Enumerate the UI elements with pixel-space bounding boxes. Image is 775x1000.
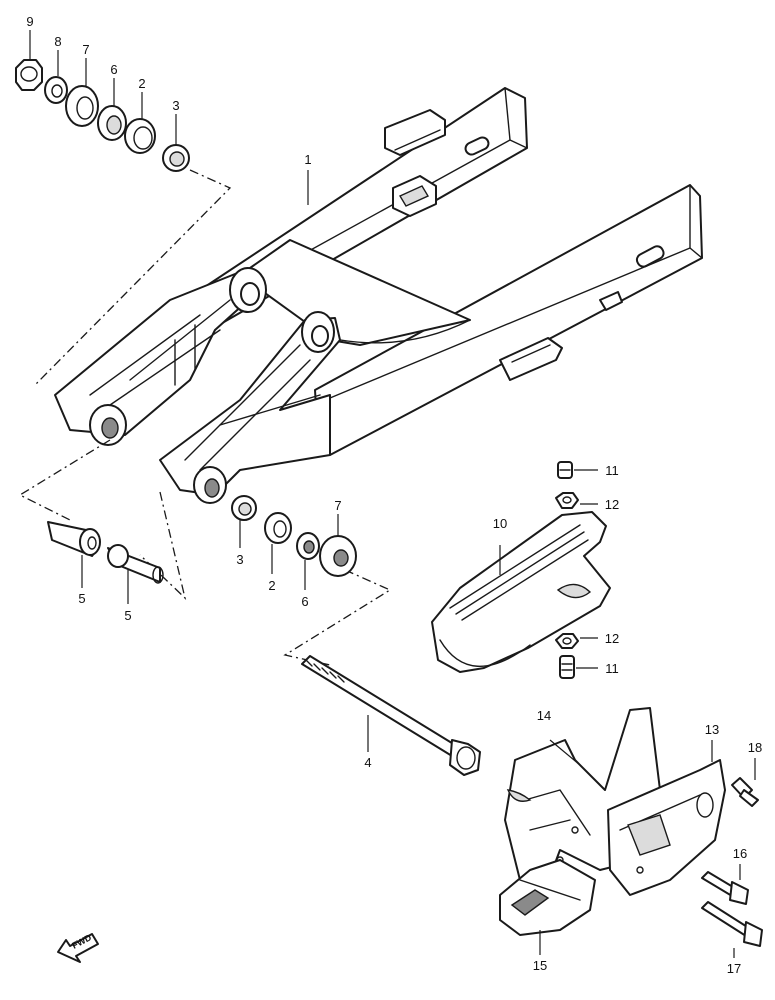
- callout-15: 15: [533, 958, 547, 973]
- collar-a: [47, 521, 101, 557]
- callout-12-bottom: 12: [605, 631, 619, 646]
- callout-12-top: 12: [605, 497, 619, 512]
- pivot-bolt: [301, 655, 481, 776]
- callout-11-bottom: 11: [605, 661, 619, 676]
- bearing-top: [162, 144, 190, 172]
- callout-14: 14: [537, 708, 551, 723]
- callout-7-right: 7: [334, 498, 341, 513]
- callout-5-b: 5: [124, 608, 131, 623]
- callout-2-top: 2: [138, 76, 145, 91]
- washer-right: [296, 532, 320, 560]
- chain-buffer: [431, 511, 611, 673]
- callout-5-a: 5: [78, 591, 85, 606]
- chain-guide-plate: [607, 759, 726, 896]
- washer-top: [44, 76, 68, 104]
- callout-1: 1: [304, 152, 311, 167]
- bolt-18: [731, 777, 759, 807]
- callout-4: 4: [364, 755, 371, 770]
- callout-6-right: 6: [301, 594, 308, 609]
- bushing-top: [124, 118, 156, 154]
- callout-3-top: 3: [172, 98, 179, 113]
- callout-8: 8: [54, 34, 61, 49]
- screw-top: [557, 461, 573, 479]
- washer-12-top: [555, 492, 579, 509]
- callout-10: 10: [493, 516, 507, 531]
- bushing-right: [264, 512, 292, 544]
- oil-seal-top: [65, 85, 99, 127]
- callout-6-top: 6: [110, 62, 117, 77]
- washer-top-2: [97, 105, 127, 141]
- callout-3-right: 3: [236, 552, 243, 567]
- chain-guide: [499, 859, 596, 936]
- arrow-forward-icon: FWD: [57, 932, 99, 963]
- callout-16: 16: [733, 846, 747, 861]
- callout-2-right: 2: [268, 578, 275, 593]
- washer-12-bottom: [555, 633, 579, 649]
- swingarm: [54, 87, 703, 504]
- callout-7-top: 7: [82, 42, 89, 57]
- callout-18: 18: [748, 740, 762, 755]
- screw-bottom: [559, 655, 575, 679]
- callout-13: 13: [705, 722, 719, 737]
- nut: [15, 59, 43, 91]
- collar-b: [107, 544, 164, 584]
- callout-17: 17: [727, 961, 741, 976]
- callout-9: 9: [26, 14, 33, 29]
- seal-right: [319, 535, 357, 577]
- bolt-17: [701, 901, 763, 947]
- bolt-16: [701, 871, 749, 905]
- callout-11-top: 11: [605, 463, 619, 478]
- bearing-right: [231, 495, 257, 521]
